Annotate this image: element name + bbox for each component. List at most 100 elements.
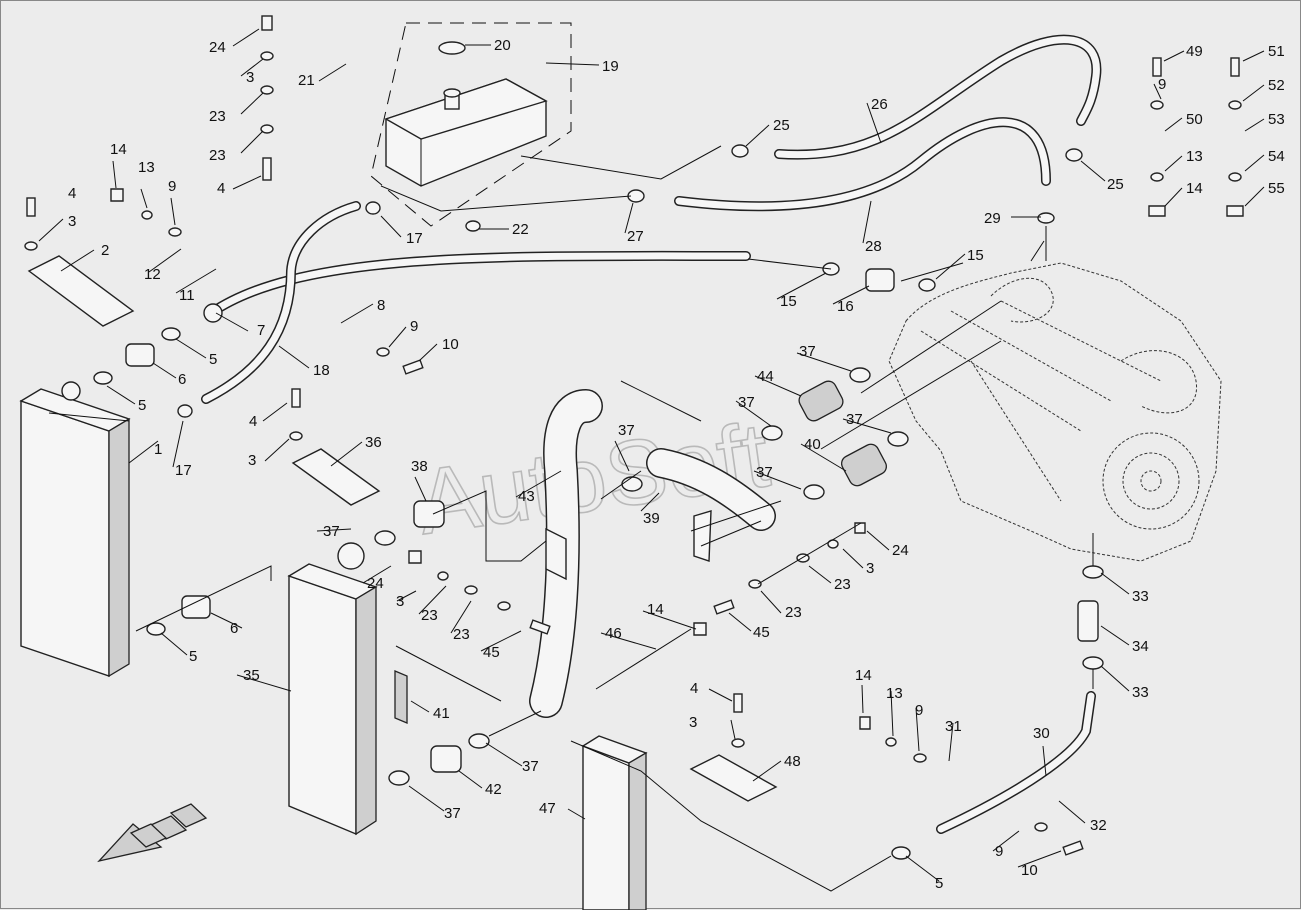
callout-19: 19: [602, 58, 619, 75]
callout-23: 23: [453, 626, 470, 643]
callout-8: 8: [377, 297, 385, 314]
callout-38: 38: [411, 458, 428, 475]
callout-52: 52: [1268, 77, 1285, 94]
callout-3: 3: [248, 452, 256, 469]
callout-37: 37: [738, 394, 755, 411]
callout-37: 37: [323, 523, 340, 540]
callout-2: 2: [101, 242, 109, 259]
callout-23: 23: [209, 147, 226, 164]
intercooler: [287, 563, 378, 836]
callout-9: 9: [1158, 76, 1166, 93]
callout-12: 12: [144, 266, 161, 283]
callout-17: 17: [175, 462, 192, 479]
callout-23: 23: [785, 604, 802, 621]
callout-6: 6: [230, 620, 238, 637]
callout-9: 9: [995, 843, 1003, 860]
callout-labels: 1 2 3 3 3 3 3 3 4 4 4 4 5 5 5 5 6 6 7 8 …: [68, 37, 1285, 892]
radiator: [19, 388, 131, 678]
callout-14: 14: [855, 667, 872, 684]
callout-33: 33: [1132, 684, 1149, 701]
callout-5: 5: [209, 351, 217, 368]
callout-23: 23: [421, 607, 438, 624]
callout-36: 36: [365, 434, 382, 451]
callout-10: 10: [1021, 862, 1038, 879]
hoses: [201, 34, 1102, 834]
callout-10: 10: [442, 336, 459, 353]
callout-3: 3: [689, 714, 697, 731]
callout-41: 41: [433, 705, 450, 722]
callout-23: 23: [209, 108, 226, 125]
callout-32: 32: [1090, 817, 1107, 834]
direction-arrow-icon: [97, 803, 208, 863]
callout-47: 47: [539, 800, 556, 817]
callout-24: 24: [892, 542, 909, 559]
callout-39: 39: [643, 510, 660, 527]
callout-22: 22: [512, 221, 529, 238]
callout-25: 25: [773, 117, 790, 134]
expansion-tank: [370, 22, 572, 227]
callout-9: 9: [168, 178, 176, 195]
callout-24: 24: [367, 575, 384, 592]
engine: [888, 262, 1222, 562]
callout-43: 43: [518, 488, 535, 505]
callout-6: 6: [178, 371, 186, 388]
callout-35: 35: [243, 667, 260, 684]
callout-28: 28: [865, 238, 882, 255]
callout-4: 4: [217, 180, 225, 197]
callout-46: 46: [605, 625, 622, 642]
callout-15: 15: [780, 293, 797, 310]
callout-leaders: [38, 28, 1265, 882]
callout-33: 33: [1132, 588, 1149, 605]
callout-21: 21: [298, 72, 315, 89]
callout-25: 25: [1107, 176, 1124, 193]
callout-3: 3: [396, 593, 404, 610]
leader-lines: [48, 145, 1094, 892]
brackets: [27, 255, 778, 802]
callout-23: 23: [834, 576, 851, 593]
callout-3: 3: [68, 213, 76, 230]
callout-34: 34: [1132, 638, 1149, 655]
callout-45: 45: [483, 644, 500, 661]
callout-5: 5: [189, 648, 197, 665]
callout-37: 37: [522, 758, 539, 775]
callout-37: 37: [618, 422, 635, 439]
callout-49: 49: [1186, 43, 1203, 60]
callout-13: 13: [138, 159, 155, 176]
callout-50: 50: [1186, 111, 1203, 128]
callout-4: 4: [68, 185, 76, 202]
callout-53: 53: [1268, 111, 1285, 128]
callout-14: 14: [110, 141, 127, 158]
callout-17: 17: [406, 230, 423, 247]
callout-13: 13: [1186, 148, 1203, 165]
callout-24: 24: [209, 39, 226, 56]
hardware: [24, 15, 1244, 856]
callout-4: 4: [690, 680, 698, 697]
callout-13: 13: [886, 685, 903, 702]
bellows: [798, 380, 888, 487]
callout-16: 16: [837, 298, 854, 315]
callout-1: 1: [154, 441, 162, 458]
callout-26: 26: [871, 96, 888, 113]
callout-37: 37: [846, 411, 863, 428]
callout-30: 30: [1033, 725, 1050, 742]
callout-44: 44: [757, 368, 774, 385]
callout-7: 7: [257, 322, 265, 339]
sleeves: [61, 144, 1104, 860]
callout-37: 37: [444, 805, 461, 822]
callout-4: 4: [249, 413, 257, 430]
callout-51: 51: [1268, 43, 1285, 60]
callout-15: 15: [967, 247, 984, 264]
callout-3: 3: [866, 560, 874, 577]
callout-9: 9: [410, 318, 418, 335]
callout-3: 3: [246, 69, 254, 86]
callout-9: 9: [915, 702, 923, 719]
callout-42: 42: [485, 781, 502, 798]
callout-14: 14: [1186, 180, 1203, 197]
callout-31: 31: [945, 718, 962, 735]
callout-5: 5: [935, 875, 943, 892]
callout-27: 27: [627, 228, 644, 245]
callout-11: 11: [179, 287, 195, 304]
callout-54: 54: [1268, 148, 1285, 165]
